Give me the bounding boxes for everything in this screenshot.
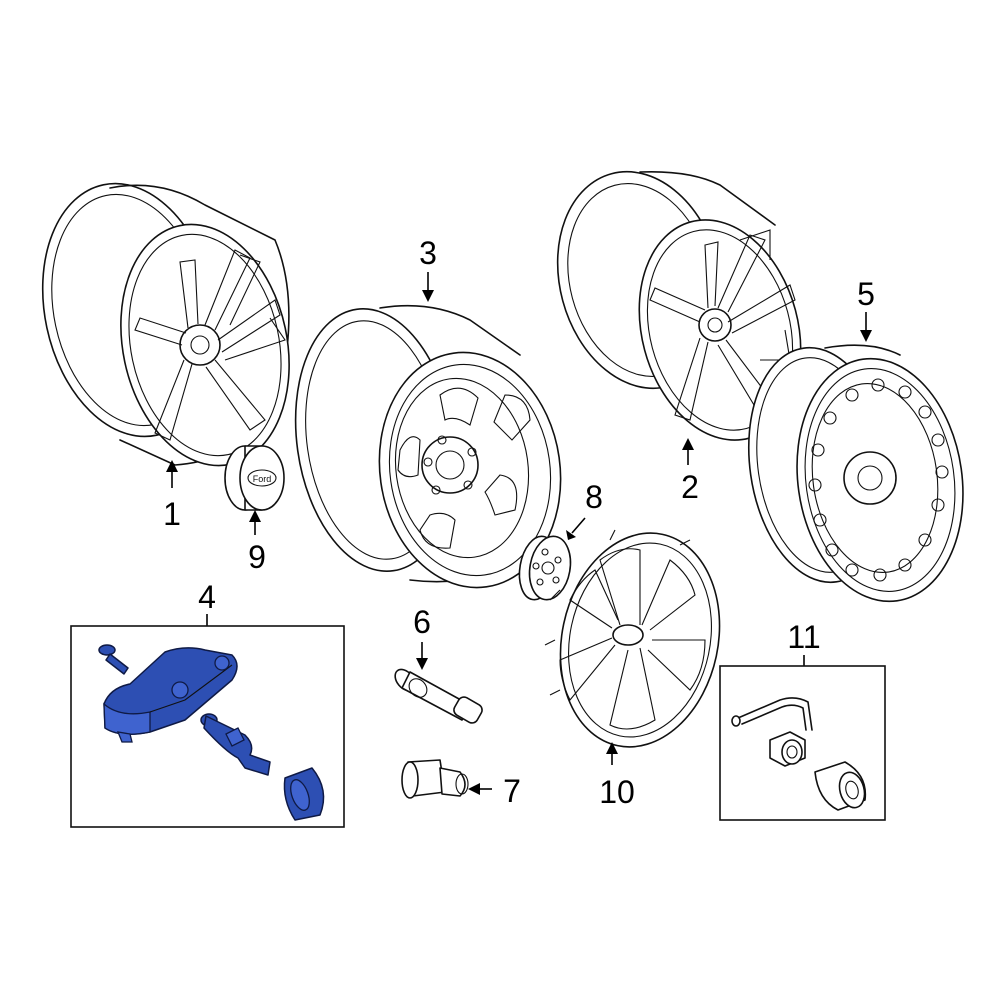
callout-8: 8: [566, 479, 603, 540]
callout-10: 10: [599, 742, 635, 810]
valve-stem-6[interactable]: [391, 666, 484, 725]
steel-wheel-3[interactable]: [279, 298, 575, 599]
callout-6: 6: [413, 604, 431, 670]
callout-7: 7: [468, 773, 521, 809]
callout-5: 5: [857, 276, 875, 342]
callout-5-label: 5: [857, 276, 875, 312]
wheel-lock-kit-11[interactable]: [731, 697, 868, 811]
lug-nut-7[interactable]: [401, 759, 469, 799]
callout-1: 1: [163, 460, 181, 532]
center-cap-8[interactable]: [515, 533, 576, 603]
spare-wheel-5[interactable]: [734, 338, 978, 612]
callout-11: 11: [787, 619, 821, 666]
svg-text:Ford: Ford: [253, 474, 272, 484]
sensor-body: [103, 647, 238, 743]
tpms-kit-box: [70, 625, 345, 828]
alloy-wheel-2[interactable]: [534, 153, 824, 458]
callout-3: 3: [419, 235, 437, 302]
callout-8-label: 8: [585, 479, 603, 515]
lock-nut-key: [769, 731, 806, 767]
callout-6-label: 6: [413, 604, 431, 640]
center-cap-9[interactable]: Ford: [224, 445, 285, 511]
wheel-cover-10[interactable]: [541, 518, 739, 762]
callout-7-label: 7: [503, 773, 521, 809]
callout-4-label: 4: [198, 579, 216, 615]
tpms-sensor-4[interactable]: [98, 644, 325, 821]
callout-1-label: 1: [163, 496, 181, 532]
callout-2-label: 2: [681, 469, 699, 505]
callout-2: 2: [681, 438, 699, 505]
callout-9: 9: [248, 510, 266, 575]
lock-nut: [814, 761, 867, 811]
wheel-lock-box: [719, 665, 886, 821]
sensor-screw: [98, 644, 129, 675]
callout-10-label: 10: [599, 774, 635, 810]
alloy-wheel-1[interactable]: [20, 167, 310, 481]
valve-cap-tpms: [283, 767, 325, 821]
lock-key-tool: [731, 697, 813, 731]
callout-9-label: 9: [248, 539, 266, 575]
callout-11-label: 11: [787, 619, 820, 655]
callout-3-label: 3: [419, 235, 437, 271]
callout-4: 4: [198, 579, 216, 626]
valve-stem-tpms: [200, 713, 271, 776]
